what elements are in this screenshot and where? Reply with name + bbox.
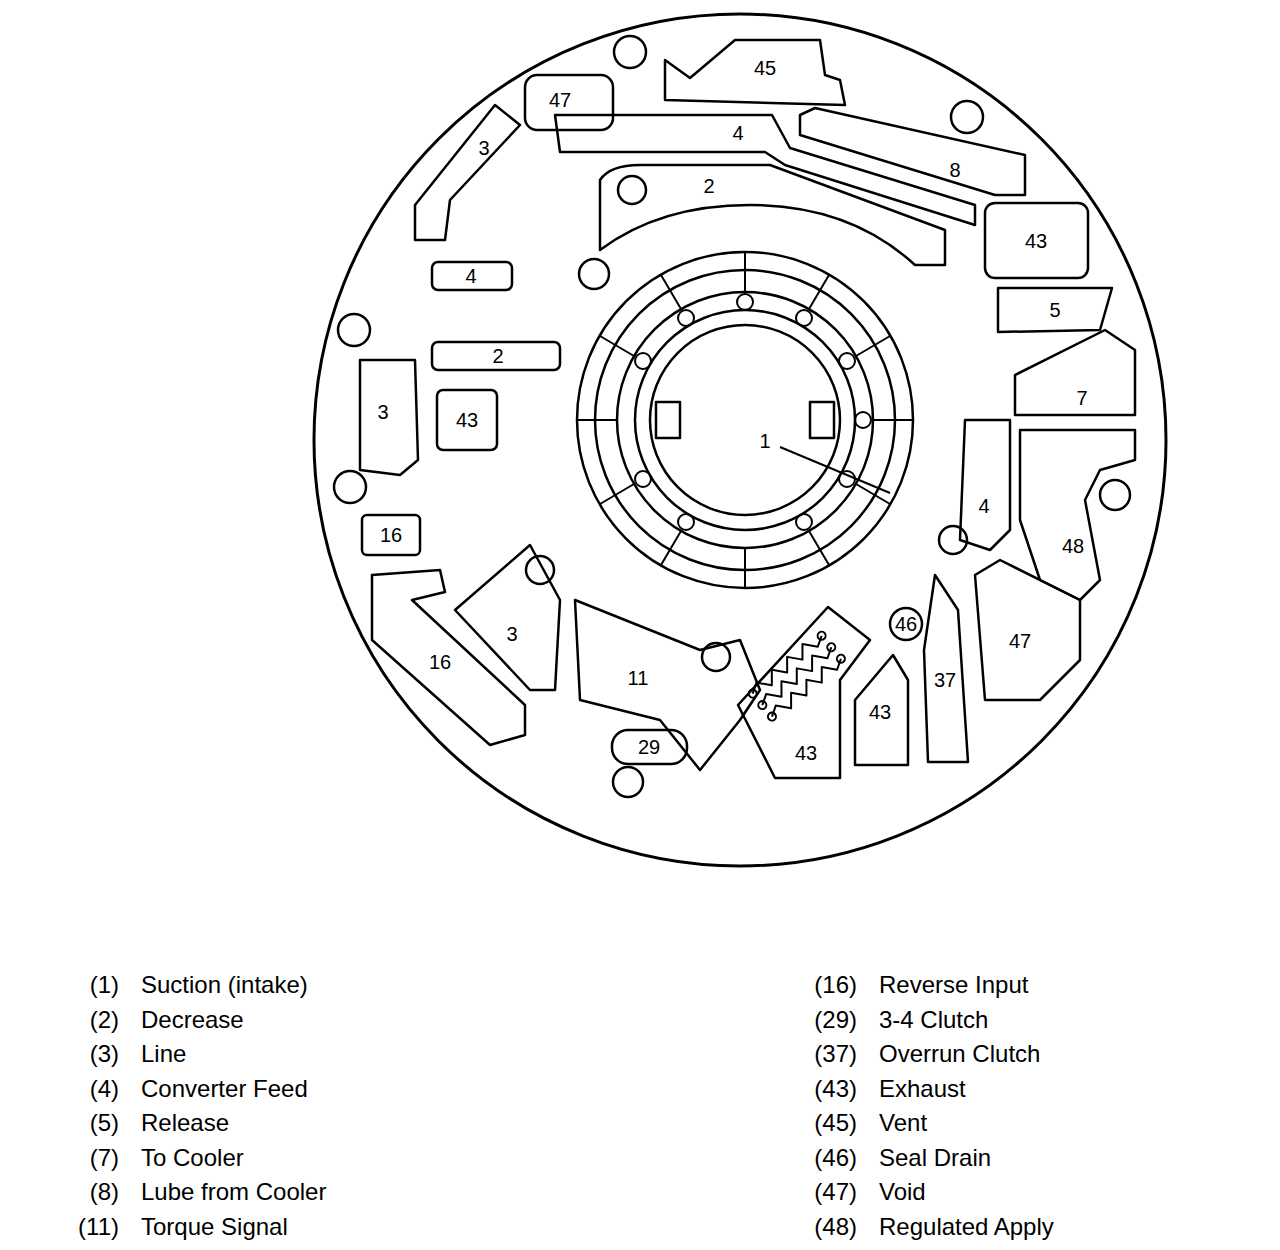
- legend-number: (47): [814, 1180, 857, 1204]
- legend-text: Vent: [879, 1111, 927, 1135]
- line-passage: [455, 545, 560, 690]
- passage-number: 1: [759, 431, 770, 451]
- passage-number: 43: [869, 702, 891, 722]
- legend-text: Decrease: [141, 1008, 244, 1032]
- legend-text: Regulated Apply: [879, 1215, 1054, 1239]
- void-pocket: [975, 560, 1080, 700]
- legend-text: Reverse Input: [879, 973, 1028, 997]
- legend-number: (3): [90, 1042, 119, 1066]
- passage-number: 43: [456, 410, 478, 430]
- passage-number: 3: [478, 138, 489, 158]
- reverse-input-pocket: [362, 515, 420, 555]
- passage-number: 8: [949, 160, 960, 180]
- line-passage: [360, 360, 418, 475]
- legend-number: (48): [814, 1215, 857, 1239]
- leader-line: [780, 447, 890, 493]
- legend-number: (46): [814, 1146, 857, 1170]
- legend-text: 3-4 Clutch: [879, 1008, 988, 1032]
- decrease-passage: [600, 165, 945, 265]
- legend-text: Exhaust: [879, 1077, 966, 1101]
- exhaust-pocket: [985, 203, 1088, 278]
- legend-text: Torque Signal: [141, 1215, 288, 1239]
- converter-feed-slot: [432, 262, 512, 290]
- exhaust-pocket: [855, 655, 908, 765]
- legend-number: (29): [814, 1008, 857, 1032]
- passage-number: 4: [732, 123, 743, 143]
- decrease-slot: [432, 342, 560, 370]
- regulated-apply-passage: [1020, 430, 1135, 600]
- reverse-input-passage: [372, 570, 525, 745]
- passage-number: 46: [895, 614, 917, 634]
- legend-text: Lube from Cooler: [141, 1180, 326, 1204]
- legend-number: (11): [78, 1215, 119, 1239]
- legend-number: (2): [90, 1008, 119, 1032]
- torque-signal-passage: [575, 600, 760, 770]
- legend-text: Suction (intake): [141, 973, 308, 997]
- legend-text: Void: [879, 1180, 926, 1204]
- passage-number: 2: [703, 176, 714, 196]
- legend-number: (16): [814, 973, 857, 997]
- passage-number: 43: [795, 743, 817, 763]
- line-passage: [415, 105, 520, 240]
- passage-number: 48: [1062, 536, 1084, 556]
- legend-text: Converter Feed: [141, 1077, 308, 1101]
- legend-text: Line: [141, 1042, 186, 1066]
- legend-number: (1): [90, 973, 119, 997]
- overrun-clutch-passage: [924, 575, 968, 762]
- passage-number: 47: [1009, 631, 1031, 651]
- passage-number: 29: [638, 737, 660, 757]
- passage-number: 16: [429, 652, 451, 672]
- legend-number: (5): [90, 1111, 119, 1135]
- bolt-hole: [334, 36, 1130, 797]
- spring-symbol: [746, 629, 848, 724]
- legend-number: (37): [814, 1042, 857, 1066]
- spring-pocket: [738, 607, 870, 778]
- legend-number: (4): [90, 1077, 119, 1101]
- converter-feed-passage: [960, 420, 1010, 550]
- pump-hub: [577, 252, 913, 588]
- void-pocket: [525, 75, 613, 130]
- passage-number: 11: [628, 668, 649, 688]
- legend-number: (43): [814, 1077, 857, 1101]
- legend-text: Seal Drain: [879, 1146, 991, 1170]
- passage-number: 16: [380, 525, 402, 545]
- lube-passage: [800, 108, 1025, 195]
- seal-drain-hole: [890, 608, 922, 640]
- passage-number: 37: [934, 670, 956, 690]
- clutch-slot: [612, 730, 687, 764]
- passage-number: 47: [549, 90, 571, 110]
- passage-number: 4: [978, 496, 989, 516]
- cooler-passage: [1015, 330, 1135, 415]
- legend-text: To Cooler: [141, 1146, 244, 1170]
- vent-passage: [665, 40, 845, 105]
- legend-number: (45): [814, 1111, 857, 1135]
- passage-number: 5: [1049, 300, 1060, 320]
- passage-number: 3: [377, 402, 388, 422]
- legend-number: (8): [90, 1180, 119, 1204]
- passage-number: 7: [1076, 388, 1087, 408]
- passage-number: 4: [465, 266, 476, 286]
- passage-number: 3: [506, 624, 517, 644]
- passage-number: 43: [1025, 231, 1047, 251]
- exhaust-pocket: [437, 390, 497, 450]
- legend-text: Overrun Clutch: [879, 1042, 1040, 1066]
- legend-number: (7): [90, 1146, 119, 1170]
- passage-number: 45: [754, 58, 776, 78]
- passage-number: 2: [492, 346, 503, 366]
- legend-text: Release: [141, 1111, 229, 1135]
- pump-body-outline: [314, 14, 1166, 866]
- release-passage: [998, 288, 1112, 332]
